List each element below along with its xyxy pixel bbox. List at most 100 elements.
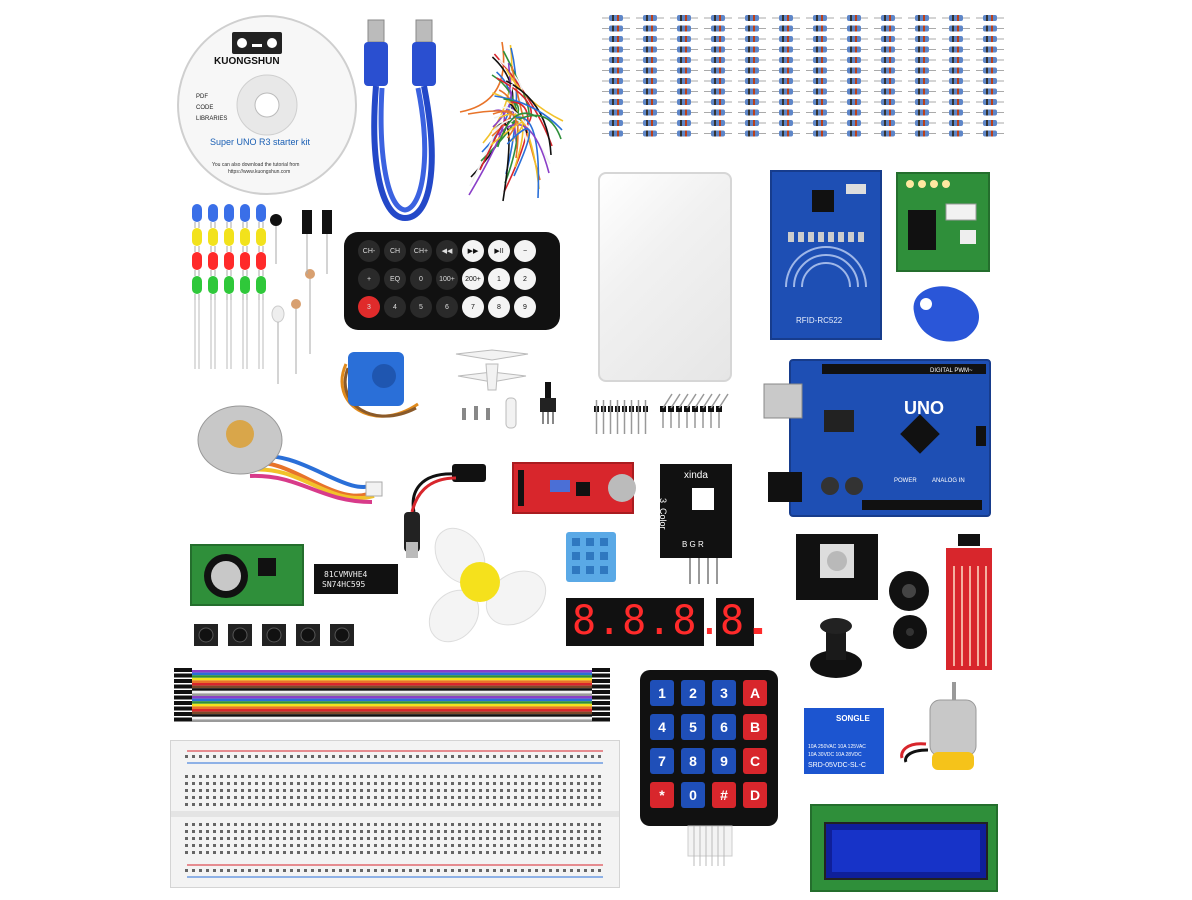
breadboard-hole bbox=[367, 869, 370, 872]
breadboard-hole bbox=[395, 803, 398, 806]
keypad-key[interactable]: 7 bbox=[650, 748, 674, 774]
breadboard-hole bbox=[353, 803, 356, 806]
resistor bbox=[704, 109, 732, 116]
breadboard-hole bbox=[430, 837, 433, 840]
resistor bbox=[806, 15, 834, 21]
breadboard-hole bbox=[304, 789, 307, 792]
breadboard-hole bbox=[493, 830, 496, 833]
remote-key[interactable]: CH+ bbox=[410, 240, 432, 262]
remote-key[interactable]: ◀◀ bbox=[436, 240, 458, 262]
breadboard-hole bbox=[409, 844, 412, 847]
breadboard-hole bbox=[507, 830, 510, 833]
keypad-key[interactable]: 1 bbox=[650, 680, 674, 706]
keypad-key[interactable]: * bbox=[650, 782, 674, 808]
remote-key[interactable]: 8 bbox=[488, 296, 510, 318]
keypad-key[interactable]: 0 bbox=[681, 782, 705, 808]
remote-key[interactable]: 4 bbox=[384, 296, 406, 318]
resistor bbox=[636, 109, 664, 116]
breadboard-hole bbox=[227, 869, 230, 872]
breadboard-hole bbox=[346, 869, 349, 872]
breadboard-hole bbox=[311, 789, 314, 792]
breadboard-hole bbox=[598, 823, 601, 826]
breadboard-hole bbox=[269, 803, 272, 806]
remote-key[interactable]: EQ bbox=[384, 268, 406, 290]
keypad-key[interactable]: A bbox=[743, 680, 767, 706]
breadboard-hole bbox=[493, 823, 496, 826]
breadboard-hole bbox=[570, 823, 573, 826]
breadboard-hole bbox=[591, 782, 594, 785]
breadboard-hole bbox=[535, 823, 538, 826]
resistor bbox=[976, 99, 1004, 105]
remote-key[interactable]: − bbox=[514, 240, 536, 262]
keypad-key[interactable]: 6 bbox=[712, 714, 736, 740]
breadboard-hole bbox=[199, 755, 202, 758]
remote-key[interactable]: 2 bbox=[514, 268, 536, 290]
breadboard-hole bbox=[290, 837, 293, 840]
keypad-key[interactable]: 8 bbox=[681, 748, 705, 774]
remote-key[interactable]: 200+ bbox=[462, 268, 484, 290]
breadboard-hole bbox=[577, 837, 580, 840]
resistor bbox=[976, 120, 1004, 126]
breadboard-hole bbox=[465, 755, 468, 758]
uno-analog-label: ANALOG IN bbox=[932, 478, 965, 484]
keypad-key[interactable]: D bbox=[743, 782, 767, 808]
breadboard-hole bbox=[185, 796, 188, 799]
breadboard-hole bbox=[591, 803, 594, 806]
keypad-key[interactable]: # bbox=[712, 782, 736, 808]
remote-key[interactable]: ▶II bbox=[488, 240, 510, 262]
keypad-key[interactable]: 3 bbox=[712, 680, 736, 706]
stepper-driver-board bbox=[896, 172, 990, 272]
breadboard-hole bbox=[269, 775, 272, 778]
uno-power-label: POWER bbox=[894, 478, 917, 484]
led bbox=[192, 228, 202, 252]
breadboard-hole bbox=[332, 789, 335, 792]
remote-key[interactable]: 3 bbox=[358, 296, 380, 318]
remote-key[interactable]: 0 bbox=[410, 268, 432, 290]
resistor bbox=[976, 57, 1004, 63]
keypad-key[interactable]: 2 bbox=[681, 680, 705, 706]
breadboard-hole bbox=[346, 755, 349, 758]
remote-key[interactable]: 100+ bbox=[436, 268, 458, 290]
breadboard-hole bbox=[255, 837, 258, 840]
breadboard-hole bbox=[430, 844, 433, 847]
resistor bbox=[738, 36, 766, 42]
breadboard-hole bbox=[360, 837, 363, 840]
remote-key[interactable]: + bbox=[358, 268, 380, 290]
remote-key[interactable]: 1 bbox=[488, 268, 510, 290]
remote-key[interactable]: CH- bbox=[358, 240, 380, 262]
keypad-key[interactable]: B bbox=[743, 714, 767, 740]
keypad-key[interactable]: 4 bbox=[650, 714, 674, 740]
remote-key[interactable]: ▶▶ bbox=[462, 240, 484, 262]
breadboard-hole bbox=[206, 755, 209, 758]
keypad-key[interactable]: 9 bbox=[712, 748, 736, 774]
breadboard-hole bbox=[514, 755, 517, 758]
breadboard-hole bbox=[444, 775, 447, 778]
breadboard-hole bbox=[570, 796, 573, 799]
breadboard-hole bbox=[199, 851, 202, 854]
breadboard-hole bbox=[248, 775, 251, 778]
keypad-key[interactable]: 5 bbox=[681, 714, 705, 740]
breadboard-hole bbox=[556, 851, 559, 854]
rtc-module bbox=[190, 544, 304, 606]
remote-key[interactable]: CH bbox=[384, 240, 406, 262]
breadboard-hole bbox=[234, 789, 237, 792]
resistor bbox=[602, 25, 630, 32]
resistor bbox=[908, 46, 936, 53]
led bbox=[240, 276, 250, 300]
breadboard-hole bbox=[367, 789, 370, 792]
breadboard-hole bbox=[388, 796, 391, 799]
jumper-wire bbox=[501, 106, 551, 165]
remote-key[interactable]: 5 bbox=[410, 296, 432, 318]
keypad-key[interactable]: C bbox=[743, 748, 767, 774]
breadboard-hole bbox=[465, 830, 468, 833]
breadboard-hole bbox=[472, 823, 475, 826]
remote-key[interactable]: 9 bbox=[514, 296, 536, 318]
breadboard-hole bbox=[185, 803, 188, 806]
remote-key[interactable]: 7 bbox=[462, 296, 484, 318]
remote-key[interactable]: 6 bbox=[436, 296, 458, 318]
breadboard-hole bbox=[241, 782, 244, 785]
breadboard-hole bbox=[486, 755, 489, 758]
breadboard-hole bbox=[556, 789, 559, 792]
